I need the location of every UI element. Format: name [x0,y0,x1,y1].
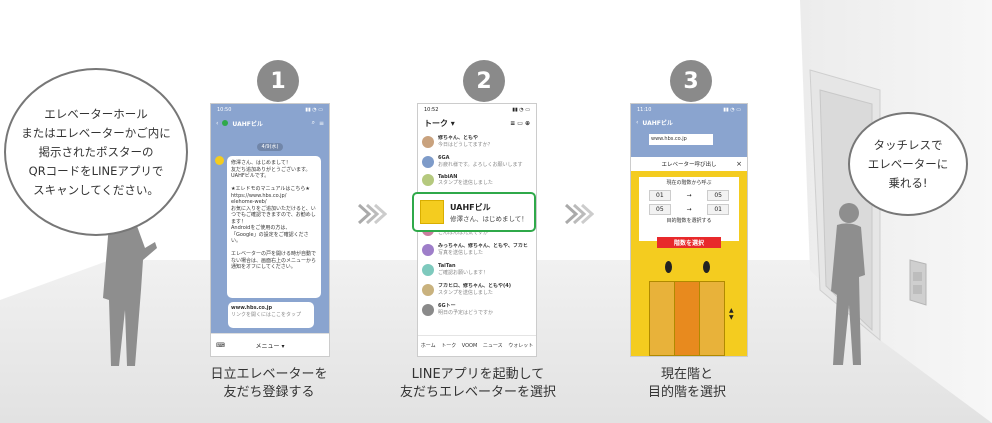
status-time: 10:50 [217,107,232,113]
verified-icon [222,120,229,126]
chat-title: UAHFビル [232,120,263,128]
chat-avatar [422,243,434,256]
tab-news[interactable]: ニュース [482,342,503,349]
qr-instruction-text: エレベーターホール またはエレベーターかご内に 掲示されたポスターの QRコード… [21,106,171,197]
step-3-number: 3 [670,60,712,102]
highlight-name: UAHFビル [450,202,491,212]
chat-preview: 写真を送信しました [438,249,484,256]
arrow-2: → [686,205,692,213]
bot-avatar [215,156,224,165]
chat-row[interactable]: フカヒロ、修ちゃん、ともや(4)スタンプを送信しました [422,281,532,298]
talk-header: トーク ▾ ≡ ▭ ⊕ [418,116,536,130]
menu-toggle[interactable]: メニュー ▾ [255,342,285,350]
to-floor-1[interactable]: 05 [707,189,729,201]
touchless-text: タッチレスで エレベーターに 乗れる! [867,137,949,190]
person-riding-silhouette [831,203,865,365]
next-chevron-icon [357,203,387,225]
chat-avatar [422,135,434,148]
link-card[interactable]: www.hbs.co.jp リンクを開くにはここをタップ [228,302,314,328]
back-icon[interactable]: ‹ [636,118,639,126]
chat-avatar [422,174,434,186]
talk-title: トーク ▾ [424,118,455,128]
step-1-number: 1 [257,60,299,102]
chat-avatar [422,303,434,316]
link-card-title: www.hbs.co.jp [231,305,273,311]
chat-name: 6Gトー [438,303,456,309]
arrow-1: → [686,191,692,199]
bottom-tab-bar: ホーム トーク VOOM ニュース ウォレット [418,335,536,356]
chat-preview: 今日はどうしてますか？ [438,141,493,148]
building-icon [420,200,444,224]
chat-name: フカヒロ、修ちゃん、ともや(4) [438,283,512,289]
step-2-caption: LINEアプリを起動して 友だちエレベーターを選択 [399,367,556,400]
rich-menu-bar[interactable]: ⌨ メニュー ▾ [211,333,329,356]
chat-name: 修ちゃん、ともや [438,135,479,141]
edit-icon[interactable]: ≡ ▭ ⊕ [510,119,530,127]
tab-voom[interactable]: VOOM [461,342,478,349]
instruction-text: 現在の階数から呼ぶ [666,180,712,186]
mascot-eye-right [703,261,710,273]
touchless-bubble: タッチレスで エレベーターに 乗れる! [848,112,968,216]
next-chevron-icon [564,203,594,225]
highlight-message: 修澤さん、はじめまして！ [450,214,528,223]
phone-line-chat: 10:50▮▮ ◔ ▭ ‹ UAHFビル ⌕ ≡ 4/9(水) 修澤さん、はじめ… [210,103,330,357]
from-floor-1[interactable]: 01 [649,189,671,201]
elevator-panel: エレベーター呼び出し × 現在の階数から呼ぶ 01 → 05 05 → 01 目… [631,157,747,356]
step-3-caption: 現在階と 目的階を選択 [647,367,726,400]
menu-icon[interactable]: ≡ [318,119,324,127]
tab-talk[interactable]: トーク [441,342,457,349]
elevator-doors [649,281,725,356]
back-icon[interactable]: ‹ [216,119,219,127]
chat-name: TaiTan [438,263,456,269]
floor-card: 現在の階数から呼ぶ 01 → 05 05 → 01 目的階数を選択する [639,177,739,241]
step-1-caption: 日立エレベーターを 友だち登録する [210,367,328,400]
close-icon[interactable]: × [736,160,742,168]
message-text: 修澤さん、はじめまして！ 友だち追加ありがとうございます。 UAHFビルです。 … [231,160,317,270]
tab-home[interactable]: ホーム [420,342,436,349]
chat-avatar [422,283,434,296]
chat-name: みっちゃん、修ちゃん、ともや、フカヒロ(3) [438,243,528,249]
search-icon[interactable]: ⌕ [311,119,315,126]
chat-preview: ご確認お願いします！ [438,269,489,276]
mascot-eye-left [665,261,672,273]
chat-title: UAHFビル [642,119,673,127]
panel-title: エレベーター呼び出し [661,162,717,168]
chat-preview: お疲れ様です。よろしくお願いします [438,161,523,168]
chat-preview: こんばんは元気ですか [438,229,489,236]
chat-avatar [422,155,434,168]
link-card-sub: リンクを開くにはここをタップ [231,311,302,318]
chat-header: ‹ UAHFビル ⌕ ≡ [211,116,329,130]
sub-instruction: 目的階数を選択する [666,217,712,224]
date-pill: 4/9(水) [256,143,284,151]
chat-row[interactable]: 6Gトー明日の予定はどうですか [422,301,532,318]
select-floor-button[interactable]: 階数を選択 [657,237,721,248]
chat-preview: スタンプを送信しました [438,289,493,296]
to-floor-2[interactable]: 01 [707,203,729,215]
step-2-number: 2 [463,60,505,102]
from-floor-2[interactable]: 05 [649,203,671,215]
chat-row[interactable]: 修ちゃん、ともや今日はどうしてますか？ [422,133,532,150]
updown-icon: ▲ ▼ [729,307,734,321]
chat-avatar [422,263,434,276]
qr-instruction-bubble: エレベーターホール またはエレベーターかご内に 掲示されたポスターの QRコード… [4,68,188,236]
status-time: 11:10 [637,107,652,113]
chat-name: TabiAN [438,173,458,180]
chat-preview: 明日の予定はどうですか [438,309,494,316]
chat-message: 修澤さん、はじめまして！ 友だち追加ありがとうございます。 UAHFビルです。 … [227,156,321,298]
background-link: www.hbs.co.jp [649,134,713,145]
keyboard-icon[interactable]: ⌨ [216,341,225,349]
chat-preview: スタンプを送信しました [438,180,493,186]
chat-name: 6GA [438,155,450,161]
highlighted-chat-uahf[interactable]: UAHFビル 修澤さん、はじめまして！ [412,192,536,232]
status-time: 10:52 [424,107,439,113]
phone-elevator-call: 11:10▮▮ ◔ ▭ ‹ UAHFビル www.hbs.co.jp エレベータ… [630,103,748,357]
tab-wallet[interactable]: ウォレット [508,342,534,349]
chat-row[interactable]: みっちゃん、修ちゃん、ともや、フカヒロ(3)写真を送信しました [422,241,532,258]
